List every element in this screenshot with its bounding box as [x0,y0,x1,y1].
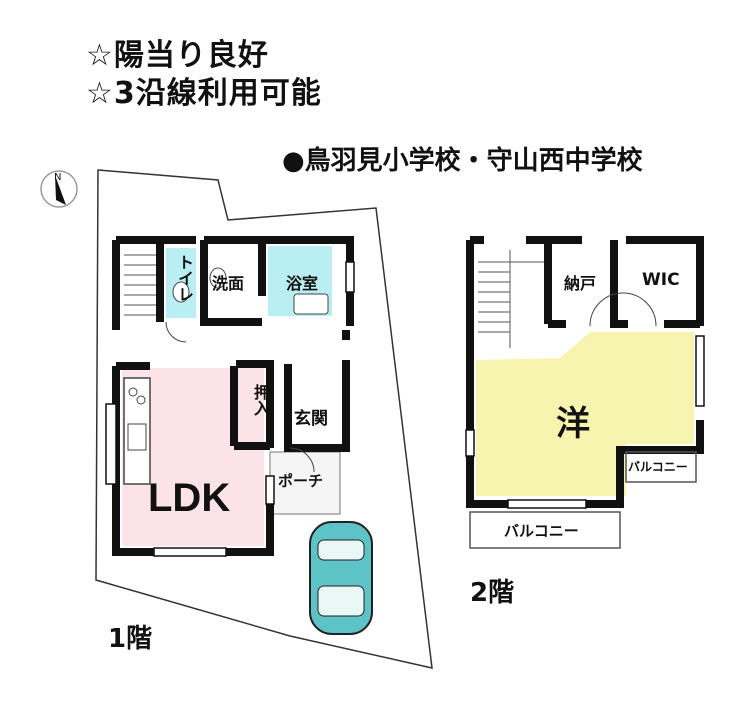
stairs-2f [478,250,544,348]
room-western: 洋 [556,404,590,444]
room-entrance: 玄関 [294,409,328,429]
lot-outline [95,169,433,669]
headline-sunny: ☆陽当り良好 [86,38,269,73]
room-wic: WIC [642,270,680,290]
compass-north-label: N [54,172,62,183]
room-bath: 浴室 [286,274,319,293]
headline-train-lines: ☆3沿線利用可能 [86,76,322,111]
stairs-1f [124,254,156,316]
floor1-walls [112,236,354,556]
balcony-small-outline [625,451,697,483]
compass-icon [40,170,78,208]
floor1-label: 1階 [108,624,153,654]
room-porch: ポーチ [278,472,324,490]
balcony-small-label: バルコニー [628,460,688,474]
floor2-walls [466,236,704,508]
western-fill [476,332,694,496]
floor2-label: 2階 [470,578,515,608]
balcony-large-label: バルコニー [504,522,579,540]
porch-fill [269,451,341,515]
room-wash: 洗面 [212,274,245,293]
room-ldk: LDK [148,476,231,520]
headline-schools: ●鳥羽見小学校・守山西中学校 [282,146,643,176]
room-closet: 押入 [251,384,270,416]
balcony-large-outline [469,511,621,549]
room-toilet: トイレ [175,254,194,302]
car-icon [309,521,373,635]
room-storage: 納戸 [564,274,597,293]
